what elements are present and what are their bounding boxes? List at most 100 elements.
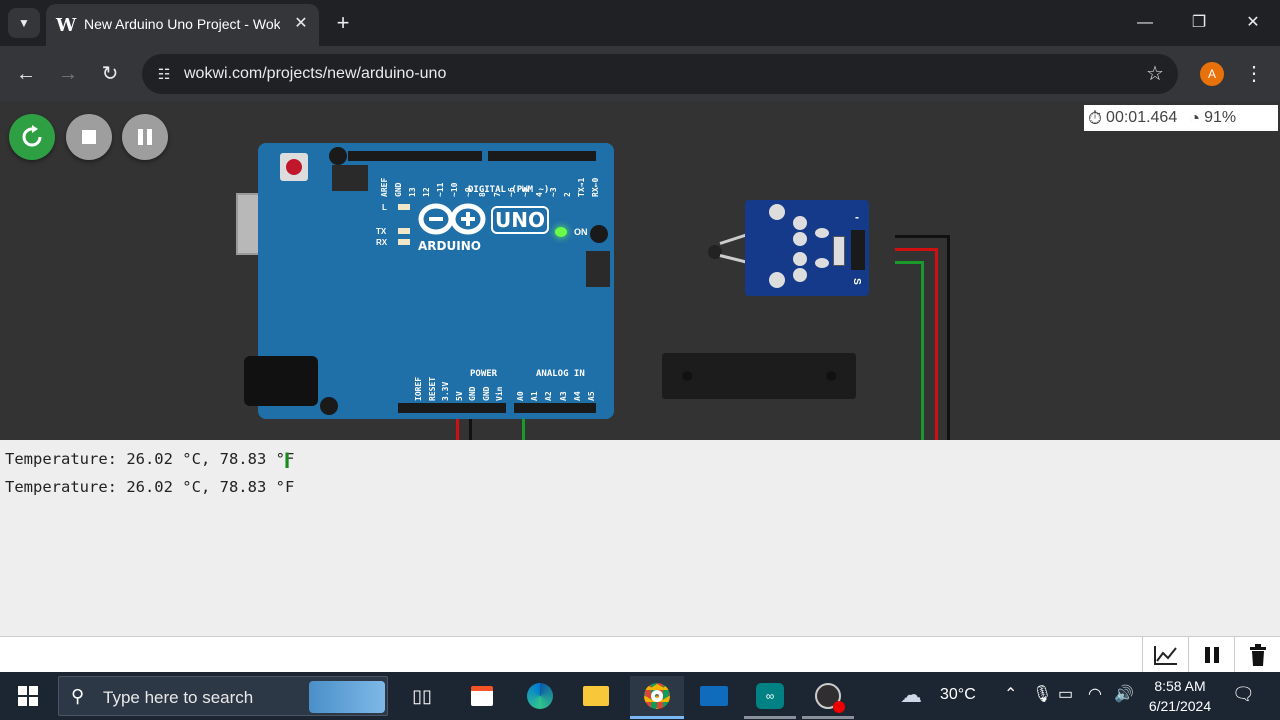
serial-line: Temperature: 26.02 °C, 78.83 °F	[5, 450, 295, 468]
pause-serial-button[interactable]	[1188, 637, 1234, 673]
battery-icon[interactable]: ▭	[1058, 686, 1074, 703]
wire-red-sensor-v[interactable]	[935, 248, 938, 440]
tab-close-icon[interactable]: ✕	[294, 15, 308, 32]
on-label: ON	[574, 227, 588, 237]
sensor-pin-header	[851, 230, 865, 270]
serial-plotter-button[interactable]	[1142, 637, 1188, 673]
chart-line-icon	[1153, 646, 1177, 665]
search-icon: ⚲	[71, 686, 85, 706]
pause-icon	[138, 129, 152, 145]
active-tab[interactable]: W New Arduino Uno Project - Wokwi ✕	[46, 4, 319, 46]
start-button[interactable]	[8, 680, 48, 712]
new-tab-button[interactable]: +	[336, 10, 350, 35]
serial-line: Temperature: 26.02 °C, 78.83 °F	[5, 478, 295, 496]
mounting-hole	[320, 397, 338, 415]
pad	[793, 216, 807, 230]
simulation-timer: 00:01.464	[1106, 109, 1178, 126]
edge-browser-icon[interactable]	[520, 680, 560, 712]
wire-green-sensor-h	[895, 261, 923, 264]
dc-power-jack	[244, 356, 318, 406]
restart-simulation-button[interactable]	[9, 114, 55, 160]
serial-input-field[interactable]	[0, 637, 1142, 673]
arduino-open-indicator	[744, 716, 796, 719]
analog-label: ANALOG IN	[536, 369, 585, 379]
mail-icon[interactable]	[694, 680, 734, 712]
clear-serial-button[interactable]	[1234, 637, 1280, 673]
arrow-right-icon: →	[58, 63, 78, 85]
wire-red-5v[interactable]	[456, 404, 459, 440]
file-explorer-icon[interactable]	[576, 680, 616, 712]
simulation-canvas[interactable]: ⏱ 00:01.464 ◔ 91% AREF GND 13 12 ~11 ~10…	[0, 102, 1280, 440]
pin-s-label: S	[850, 278, 862, 285]
wire-red-sensor-h	[895, 248, 937, 251]
chrome-icon[interactable]	[630, 676, 684, 716]
simulation-speed: 91%	[1204, 109, 1237, 126]
resistor	[833, 236, 845, 266]
mounting-hole	[769, 204, 785, 220]
notification-icon[interactable]: 🗨	[1232, 684, 1255, 704]
pause-simulation-button[interactable]	[122, 114, 168, 160]
forward-button[interactable]: →	[54, 60, 82, 88]
chrome-active-indicator	[630, 716, 684, 719]
arduino-brand: ARDUINO	[418, 239, 481, 253]
digital-label: DIGITAL (PWM ~)	[468, 185, 550, 195]
obs-studio-icon[interactable]	[808, 680, 848, 713]
led-rx-label: RX	[376, 238, 388, 247]
pin-minus-label: -	[855, 210, 859, 224]
volume-icon[interactable]: 🔊	[1114, 686, 1134, 703]
pad	[793, 268, 807, 282]
microsoft-store-icon[interactable]	[462, 680, 502, 712]
stop-simulation-button[interactable]	[66, 114, 112, 160]
close-window-button[interactable]: ✕	[1246, 14, 1260, 31]
bookmark-star-icon[interactable]: ☆	[1146, 63, 1164, 85]
speedometer-icon: ◔	[1189, 107, 1201, 128]
url-text: wokwi.com/projects/new/arduino-uno	[184, 65, 447, 82]
reset-button-cap	[286, 159, 302, 175]
weather-cloud-icon[interactable]: ☁	[900, 682, 922, 707]
taskbar-search-box[interactable]: ⚲ Type here to search	[58, 676, 388, 716]
profile-avatar[interactable]: A	[1200, 62, 1224, 86]
arrow-left-icon: ←	[16, 63, 36, 85]
minimize-button[interactable]: —	[1137, 14, 1153, 31]
digital-header-high	[348, 151, 482, 161]
icsp2-header	[586, 251, 610, 287]
analog-header	[514, 403, 596, 413]
ntc-temperature-sensor-module[interactable]: - S	[745, 200, 869, 296]
browser-menu-icon[interactable]: ⋮	[1244, 63, 1264, 85]
wire-black-sensor-v[interactable]	[947, 235, 950, 440]
search-highlight-image	[309, 681, 385, 713]
microphone-icon[interactable]: 🎙	[1032, 686, 1053, 703]
digital-header-low	[488, 151, 596, 161]
stop-icon	[82, 130, 96, 144]
restore-button[interactable]: ❐	[1191, 14, 1207, 31]
wifi-icon[interactable]: ◠	[1088, 686, 1102, 703]
led-l	[398, 204, 410, 210]
chevron-up-icon[interactable]: ⌃	[1004, 686, 1018, 703]
arduino-ide-icon[interactable]: ∞	[750, 680, 790, 712]
power-led-on	[555, 227, 567, 237]
reload-button[interactable]: ↻	[96, 60, 124, 88]
tab-search-button[interactable]: ▼	[8, 8, 40, 38]
mounting-hole	[590, 225, 608, 243]
serial-monitor-output[interactable]: Temperature: 26.02 °C, 78.83 °F Temperat…	[0, 440, 1280, 636]
address-bar[interactable]: ☷ wokwi.com/projects/new/arduino-uno ☆	[142, 54, 1178, 94]
obs-open-indicator	[802, 716, 854, 719]
weather-temperature[interactable]: 30°C	[940, 686, 976, 703]
wire-green-sensor-v[interactable]	[921, 261, 924, 440]
restart-icon	[22, 125, 42, 147]
pad	[815, 258, 829, 268]
led-l-label: L	[382, 203, 387, 212]
mounting-hole	[329, 147, 347, 165]
search-placeholder: Type here to search	[103, 688, 254, 707]
back-button[interactable]: ←	[12, 60, 40, 88]
site-settings-icon[interactable]: ☷	[157, 66, 171, 82]
wire-black-sensor-h	[895, 235, 949, 238]
clock-time[interactable]: 8:58 AM	[1154, 678, 1206, 694]
uno-logo: UNO	[491, 206, 549, 234]
wire-black-gnd[interactable]	[469, 404, 472, 440]
wire-green-a0[interactable]	[522, 404, 525, 440]
reset-button[interactable]	[280, 153, 308, 181]
tab-title: New Arduino Uno Project - Wokwi	[84, 16, 280, 32]
task-view-icon[interactable]: ▯▯	[412, 685, 432, 706]
clock-date[interactable]: 6/21/2024	[1148, 698, 1212, 714]
